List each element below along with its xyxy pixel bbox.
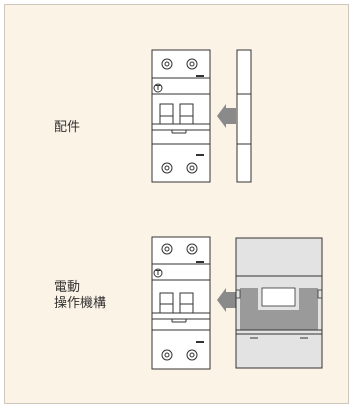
- breaker-bottom: [151, 236, 211, 370]
- section-label-accessory: 配件: [54, 120, 81, 135]
- label-mark: [196, 261, 204, 263]
- label-mark: [196, 75, 204, 77]
- label-mark: [196, 154, 204, 156]
- arrow-icon: [217, 288, 236, 312]
- side-accessory: [236, 49, 252, 183]
- section-label-motor-operator: 電動 操作機構: [54, 280, 107, 311]
- motor-operator: [235, 237, 323, 369]
- breaker-top: [151, 49, 211, 183]
- arrow-icon: [217, 104, 236, 128]
- label-mark: [196, 341, 204, 343]
